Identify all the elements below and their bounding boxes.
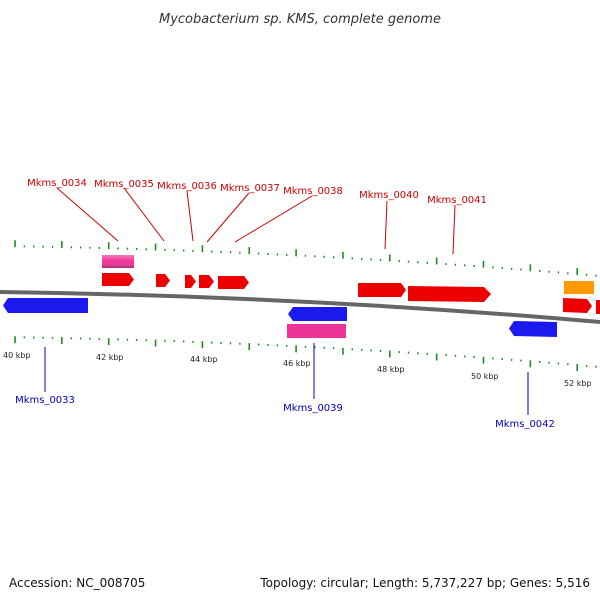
scale-label-48kbp: 48 kbp bbox=[377, 365, 405, 374]
gene-label[interactable]: Mkms_0035 bbox=[94, 179, 154, 190]
genome-title: Mycobacterium sp. KMS, complete genome bbox=[159, 12, 441, 27]
gene-label[interactable]: Mkms_0038 bbox=[283, 186, 343, 197]
gene-arrow[interactable] bbox=[156, 274, 170, 287]
gene-label[interactable]: Mkms_0034 bbox=[27, 178, 87, 189]
gene-label[interactable]: Mkms_0042 bbox=[495, 419, 555, 430]
leader-line bbox=[56, 187, 119, 242]
leader-line bbox=[234, 195, 313, 243]
gene-labels: Mkms_0034 Mkms_0035 Mkms_0036 Mkms_0037 … bbox=[15, 178, 555, 430]
scale-label-44kbp: 44 kbp bbox=[190, 355, 218, 364]
gene-arrow[interactable] bbox=[596, 300, 600, 314]
gene-arrow-reverse[interactable] bbox=[509, 321, 557, 337]
tick-marks-forward bbox=[14, 240, 597, 277]
tick-marks-reverse bbox=[14, 336, 597, 372]
gene-label[interactable]: Mkms_0041 bbox=[427, 195, 487, 206]
forward-features bbox=[102, 255, 600, 314]
scale-label-52kbp: 52 kbp bbox=[564, 379, 592, 388]
gene-arrow[interactable] bbox=[199, 275, 214, 288]
rna-feature[interactable] bbox=[287, 324, 346, 338]
gene-label[interactable]: Mkms_0036 bbox=[157, 181, 217, 192]
scale-labels: 40 kbp 42 kbp 44 kbp 46 kbp 48 kbp 50 kb… bbox=[3, 351, 592, 388]
rna-feature-shade bbox=[102, 255, 134, 268]
gene-arrow[interactable] bbox=[358, 283, 406, 297]
leader-line bbox=[384, 200, 388, 250]
scale-label-46kbp: 46 kbp bbox=[283, 359, 311, 368]
gene-arrow[interactable] bbox=[185, 275, 196, 288]
other-feature[interactable] bbox=[564, 281, 594, 294]
scale-label-40kbp: 40 kbp bbox=[3, 351, 31, 360]
leader-line bbox=[123, 187, 165, 242]
gene-arrow[interactable] bbox=[102, 273, 134, 286]
gene-arrow-reverse[interactable] bbox=[3, 298, 88, 313]
genome-summary-text: Topology: circular; Length: 5,737,227 bp… bbox=[259, 576, 590, 590]
gene-label[interactable]: Mkms_0039 bbox=[283, 403, 343, 414]
gene-arrow-reverse[interactable] bbox=[288, 307, 347, 321]
gene-label[interactable]: Mkms_0033 bbox=[15, 395, 75, 406]
leader-line bbox=[186, 190, 194, 242]
gene-label[interactable]: Mkms_0037 bbox=[220, 183, 280, 194]
gene-arrow[interactable] bbox=[563, 298, 592, 313]
leader-line bbox=[206, 192, 250, 243]
leader-line bbox=[452, 204, 456, 255]
label-leaders bbox=[44, 187, 529, 415]
genome-backbone bbox=[0, 290, 600, 324]
scale-label-50kbp: 50 kbp bbox=[471, 372, 499, 381]
gene-arrow[interactable] bbox=[408, 286, 491, 302]
gene-arrow[interactable] bbox=[218, 276, 249, 289]
accession-text: Accession: NC_008705 bbox=[9, 576, 145, 590]
gene-label[interactable]: Mkms_0040 bbox=[359, 190, 419, 201]
scale-label-42kbp: 42 kbp bbox=[96, 353, 124, 362]
reverse-features bbox=[3, 298, 557, 338]
